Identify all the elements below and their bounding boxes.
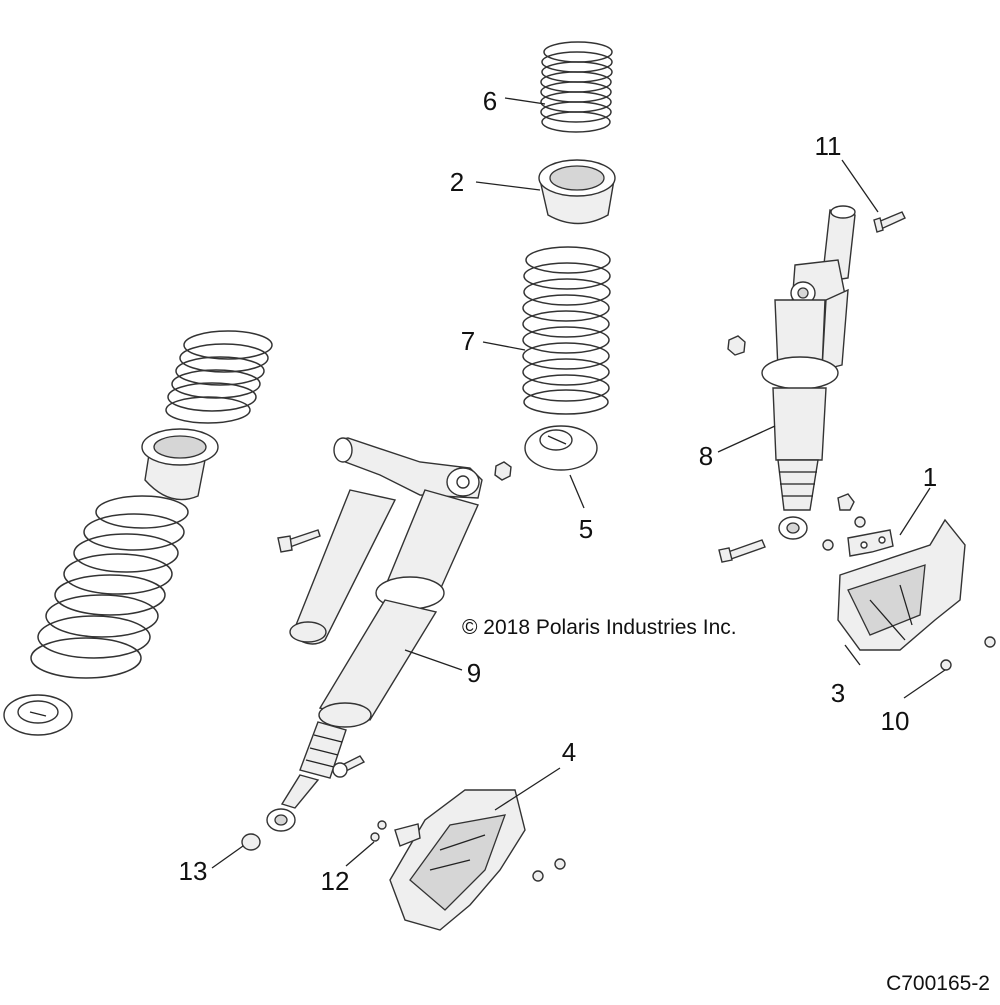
guard-4 xyxy=(389,789,526,931)
leader-3 xyxy=(844,644,861,666)
small-fasteners-bottom xyxy=(370,820,566,882)
leader-7 xyxy=(482,341,526,351)
nut-13 xyxy=(241,833,261,851)
guard-3 xyxy=(837,518,966,651)
leader-10 xyxy=(903,669,946,699)
leader-1 xyxy=(899,487,931,536)
shock-9 xyxy=(266,437,483,832)
callout-10: 10 xyxy=(881,706,910,736)
bolt-shock-8-lower xyxy=(718,539,766,563)
callout-12: 12 xyxy=(321,866,350,896)
left-upper-spring xyxy=(165,330,273,424)
callout-11: 11 xyxy=(815,131,842,161)
callout-9: 9 xyxy=(467,658,481,688)
callout-8: 8 xyxy=(699,441,713,471)
callouts: 1 2 3 4 5 6 7 8 9 10 11 12 13 xyxy=(179,86,938,896)
retainer-5 xyxy=(524,425,598,471)
leader-4 xyxy=(494,767,561,811)
callout-6: 6 xyxy=(483,86,497,116)
left-spring-retainer xyxy=(3,694,73,736)
callout-1: 1 xyxy=(923,462,937,492)
nut-shock-8 xyxy=(727,335,746,356)
spring-6 xyxy=(540,41,613,133)
bolt-11 xyxy=(873,211,906,233)
leader-2 xyxy=(475,181,541,191)
left-main-spring xyxy=(30,495,189,679)
leader-6 xyxy=(504,97,546,105)
leader-11 xyxy=(841,159,879,213)
bolt-shock-9-lower xyxy=(332,755,366,778)
bolt-shock-9-upper xyxy=(277,529,321,553)
spring-seat-2 xyxy=(538,159,616,225)
small-fasteners-right xyxy=(822,493,996,671)
shock-8 xyxy=(761,205,856,540)
callout-5: 5 xyxy=(579,514,593,544)
left-spring-seat xyxy=(141,428,219,501)
callout-3: 3 xyxy=(831,678,845,708)
copyright-notice: © 2018 Polaris Industries Inc. xyxy=(462,616,737,639)
leader-lines xyxy=(211,97,946,869)
figure-id: C700165-2 xyxy=(886,972,990,995)
leader-12 xyxy=(345,841,375,867)
leader-13 xyxy=(211,845,244,869)
callout-4: 4 xyxy=(562,737,576,767)
leader-5 xyxy=(569,474,585,509)
leader-9 xyxy=(404,649,463,671)
nut-center xyxy=(494,461,512,481)
callout-2: 2 xyxy=(450,167,464,197)
spring-7 xyxy=(522,246,611,415)
bracket-1 xyxy=(847,529,894,557)
callout-7: 7 xyxy=(461,326,475,356)
callout-13: 13 xyxy=(179,856,208,886)
leader-8 xyxy=(717,425,776,453)
